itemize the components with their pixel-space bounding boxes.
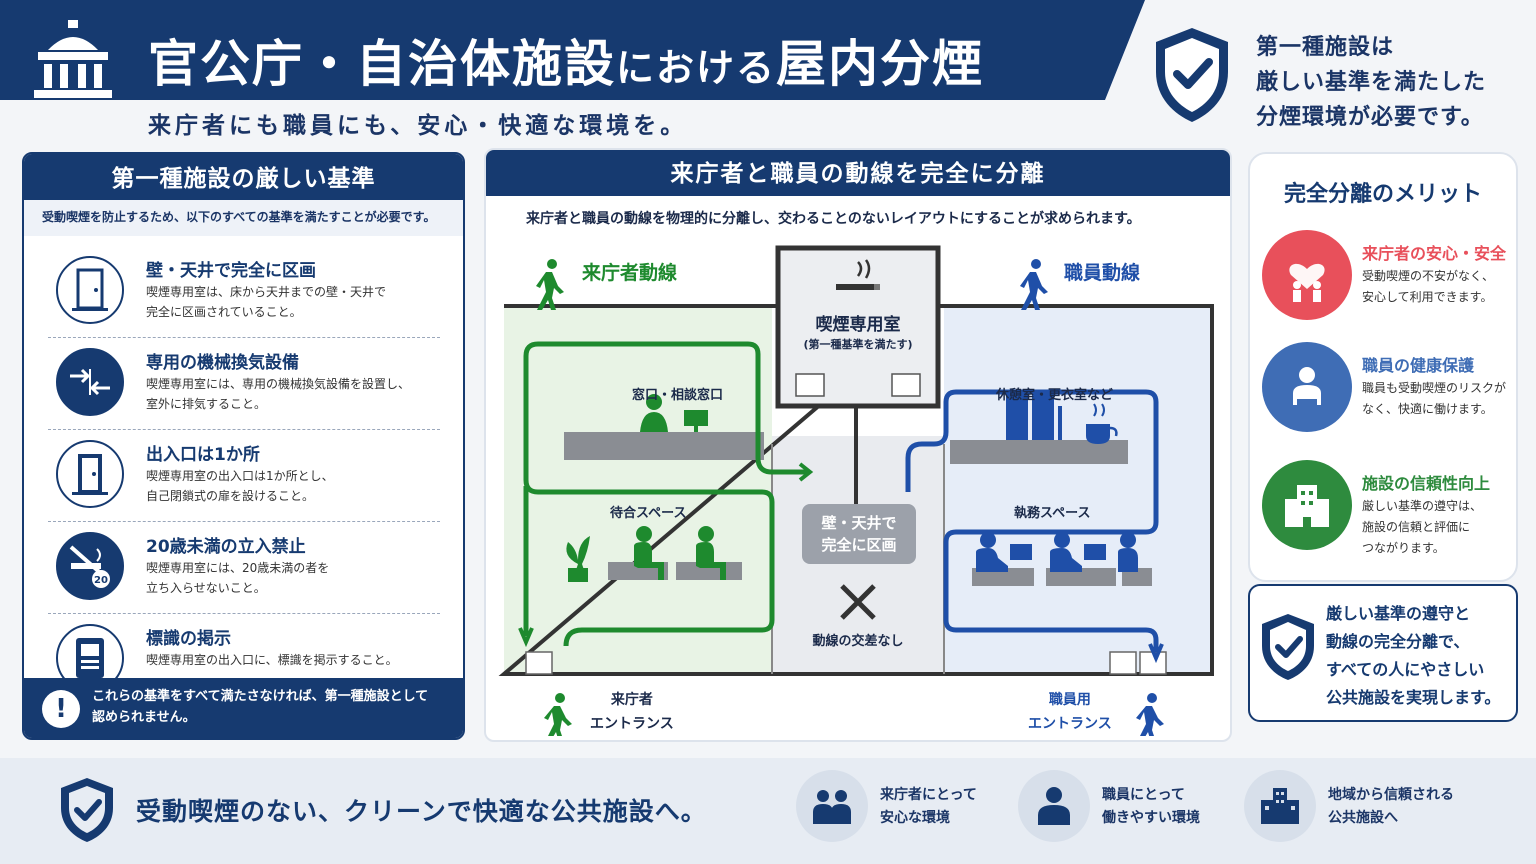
rule-desc: 喫煙専用室の出入口に、標識を掲示すること。 xyxy=(146,653,398,667)
footer-item: 来庁者にとって安心な環境 xyxy=(796,770,1026,850)
rule-desc: 喫煙専用室には、20歳未満の者を立ち入らせないこと。 xyxy=(146,561,330,595)
summary-box: 厳しい基準の遵守と動線の完全分離で、すべての人にやさしい公共施設を実現します。 xyxy=(1248,584,1518,722)
counter-label: 窓口・相談窓口 xyxy=(632,388,724,403)
building-icon xyxy=(1262,460,1352,550)
staff-worker-icon xyxy=(1118,532,1138,572)
visitor-walking-icon xyxy=(544,693,572,736)
shield-check-icon xyxy=(61,778,113,842)
smoking-room-note: (第一種基準を満たす) xyxy=(803,338,913,351)
staff-worker-icon xyxy=(1050,532,1106,572)
footer-item-text: 来庁者にとって安心な環境 xyxy=(880,787,977,826)
header-banner xyxy=(0,0,1145,100)
top-note: 第一種施設は厳しい基準を満たした分煙環境が必要です。 xyxy=(1256,35,1487,130)
page-title: 官公庁・自治体施設における屋内分煙 xyxy=(148,35,985,93)
visitor-entrance-label: 来庁者エントランス xyxy=(590,692,674,732)
rule-title: 20歳未満の立入禁止 xyxy=(146,537,306,557)
merit-item: 来庁者の安心・安全 受動喫煙の不安がなく、安心して利用できます。 xyxy=(1262,230,1512,330)
footer-message: 受動喫煙のない、クリーンで快適な公共施設へ。 xyxy=(136,797,707,826)
rule-item: 専用の機械換気設備 喫煙専用室には、専用の機械換気設備を設置し、室外に排気するこ… xyxy=(48,338,440,430)
no-smoking-under20-icon: 20 xyxy=(56,532,124,600)
rule-title: 出入口は1か所 xyxy=(146,445,260,465)
clerk-icon xyxy=(640,394,668,432)
shield-check-icon xyxy=(1156,28,1228,122)
staff-flow-line xyxy=(905,389,1159,652)
visitors-icon xyxy=(796,770,868,842)
cigarette-icon xyxy=(836,259,880,290)
coffee-cup-icon xyxy=(1086,403,1118,444)
lounge-label: 休憩室・更衣室など xyxy=(996,388,1114,403)
footer-item: 地域から信頼される公共施設へ xyxy=(1244,770,1474,850)
staff-walking-icon xyxy=(1020,259,1048,310)
staff-health-icon xyxy=(1262,342,1352,432)
rule-title: 専用の機械換気設備 xyxy=(146,353,299,373)
visitor-seated-icon xyxy=(696,526,726,580)
staff-walking-icon xyxy=(1136,693,1164,736)
rule-desc: 喫煙専用室の出入口は1か所とし、自己閉鎖式の扉を設けること。 xyxy=(146,469,334,503)
rule-item: 出入口は1か所 喫煙専用室の出入口は1か所とし、自己閉鎖式の扉を設けること。 xyxy=(48,430,440,522)
merit-title: 来庁者の安心・安全 xyxy=(1362,244,1507,263)
staff-icon xyxy=(1018,770,1090,842)
staff-flow-label: 職員動線 xyxy=(1064,262,1141,284)
merit-desc: 職員も受動喫煙のリスクがなく、快適に働けます。 xyxy=(1362,381,1507,416)
rule-item: 20 20歳未満の立入禁止 喫煙専用室には、20歳未満の者を立ち入らせないこと。 xyxy=(48,522,440,614)
no-cross-label: 動線の交差なし xyxy=(812,634,904,649)
staff-entrance-label: 職員用エントランス xyxy=(1028,692,1112,732)
visitor-flow-label: 来庁者動線 xyxy=(582,262,678,284)
footer-item-text: 地域から信頼される公共施設へ xyxy=(1328,787,1454,826)
merit-title: 職員の健康保護 xyxy=(1362,356,1475,375)
plant-icon xyxy=(566,536,590,582)
office-label: 執務スペース xyxy=(1014,506,1091,521)
smoking-room-label: 喫煙専用室 xyxy=(815,315,901,335)
standards-panel: 第一種施設の厳しい基準 受動喫煙を防止するため、以下のすべての基準を満たすことが… xyxy=(22,152,465,740)
partition-label: 壁・天井で完全に区画 xyxy=(821,514,897,554)
standards-subtitle: 受動喫煙を防止するため、以下のすべての基準を満たすことが必要です。 xyxy=(24,200,463,236)
visitor-seated-icon xyxy=(634,526,664,580)
rule-title: 標識の掲示 xyxy=(146,629,231,649)
waiting-label: 待合スペース xyxy=(610,506,687,521)
government-building-icon xyxy=(34,20,112,98)
summary-text: 厳しい基準の遵守と動線の完全分離で、すべての人にやさしい公共施設を実現します。 xyxy=(1326,604,1501,707)
partition-badge xyxy=(802,504,916,564)
merit-desc: 受動喫煙の不安がなく、安心して利用できます。 xyxy=(1362,269,1495,304)
footer-bar: 受動喫煙のない、クリーンで快適な公共施設へ。 来庁者にとって安心な環境 職員にと… xyxy=(0,758,1536,864)
merits-title: 完全分離のメリット xyxy=(1283,182,1482,207)
exclamation-icon: ! xyxy=(42,690,80,728)
merit-item: 職員の健康保護 職員も受動喫煙のリスクがなく、快適に働けます。 xyxy=(1262,342,1512,442)
rule-desc: 喫煙専用室には、専用の機械換気設備を設置し、室外に排気すること。 xyxy=(146,377,411,411)
staff-worker-icon xyxy=(976,532,1032,572)
footer-item: 職員にとって働きやすい環境 xyxy=(1018,770,1248,850)
shield-check-icon xyxy=(1262,614,1314,680)
age-badge: 20 xyxy=(94,575,108,586)
flow-title: 来庁者と職員の動線を完全に分離 xyxy=(486,150,1230,196)
rule-desc: 喫煙専用室は、床から天井までの壁・天井で完全に区画されていること。 xyxy=(146,285,387,319)
footer-item-text: 職員にとって働きやすい環境 xyxy=(1102,787,1200,826)
flow-subtitle: 来庁者と職員の動線を物理的に分離し、交わることのないレイアウトにすることが求めら… xyxy=(526,211,1141,227)
merit-desc: 厳しい基準の遵守は、施設の信頼と評価につながります。 xyxy=(1362,499,1483,555)
door-icon xyxy=(56,256,124,324)
merits-panel: 完全分離のメリット 来庁者の安心・安全 受動喫煙の不安がなく、安心して利用できま… xyxy=(1248,152,1518,582)
merit-item: 施設の信頼性向上 厳しい基準の遵守は、施設の信頼と評価につながります。 xyxy=(1262,460,1512,560)
merit-title: 施設の信頼性向上 xyxy=(1362,474,1491,493)
floor-plan xyxy=(498,245,1214,736)
rule-item: 壁・天井で完全に区画 喫煙専用室は、床から天井までの壁・天井で完全に区画されてい… xyxy=(48,246,440,338)
flow-separation-panel: 来庁者と職員の動線を完全に分離 来庁者と職員の動線を物理的に分離し、交わることの… xyxy=(484,148,1232,742)
no-cross-icon xyxy=(840,584,876,620)
page-subtitle: 来庁者にも職員にも、安心・快適な環境を。 xyxy=(148,113,688,139)
building-icon xyxy=(1244,770,1316,842)
visitor-walking-icon xyxy=(536,259,564,310)
ventilation-icon xyxy=(56,348,124,416)
heart-family-icon xyxy=(1262,230,1352,320)
standards-title: 第一種施設の厳しい基準 xyxy=(24,154,463,200)
single-door-icon xyxy=(56,440,124,508)
rule-title: 壁・天井で完全に区画 xyxy=(146,261,316,281)
standards-footer: ! これらの基準をすべて満たさなければ、第一種施設として認められません。 xyxy=(24,678,463,738)
